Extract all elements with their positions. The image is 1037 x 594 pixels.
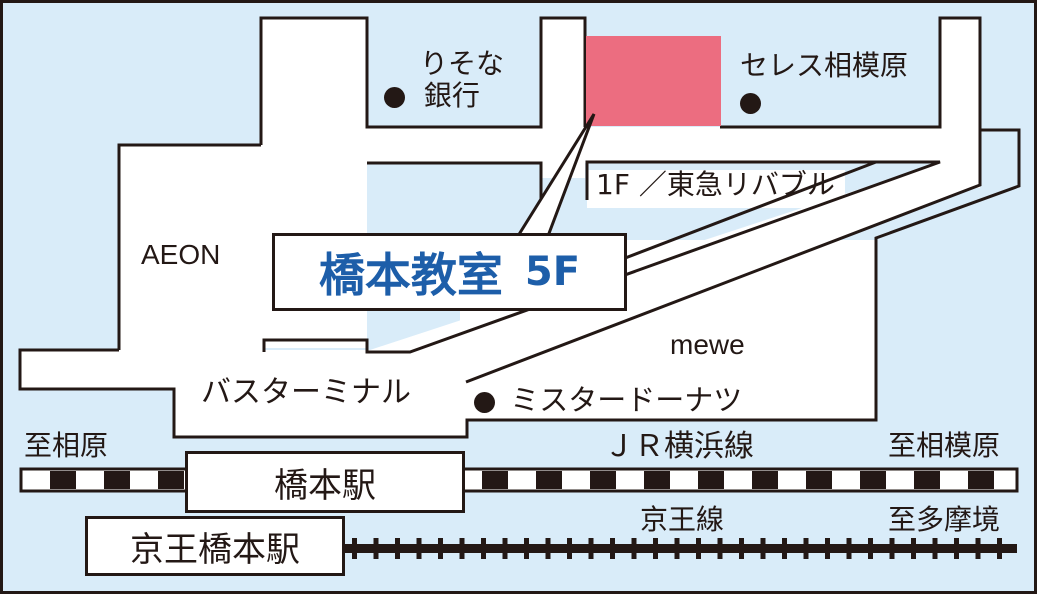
label-resona: りそな 銀行 [384,50,504,110]
jr-rail-dash [104,471,130,489]
road-diagonal [370,162,980,380]
keio-rail-tie [825,538,830,559]
keio-rail-tie [739,538,744,559]
keio-rail-tie [889,538,895,559]
keio-rail-tie [846,538,852,559]
jr-rail-dash [968,471,994,489]
label-aeon: AEON [141,239,221,270]
keio-rail-tie [997,538,1002,559]
keio-rail-ties [352,538,1002,559]
road-bus-terminal [20,350,480,390]
jr-rail-dash [536,471,562,489]
keio-rail-tie [631,538,637,559]
jr-rail-dash [860,471,886,489]
label-keio-line: 京王線 [640,503,725,536]
keio-rail-tie [610,538,615,559]
keio-rail-tie [782,538,787,559]
keio-rail-tie [760,538,766,559]
jr-rail-dash [698,471,724,489]
keio-station-name: 京王橋本駅 [130,529,300,570]
keio-rail-tie [932,538,938,559]
jr-rail-dash [590,471,616,489]
jr-rail-dash [644,471,670,489]
keio-rail-tie [868,538,873,559]
school-floor: 5F [524,249,581,295]
label-jr-to-right: 至相模原 [888,429,1001,462]
label-resona-line1: りそな [420,47,505,80]
keio-rail-tie [438,538,443,559]
school-building [586,36,721,126]
keio-rail-tie [481,538,486,559]
road-outline-d [367,161,543,205]
school-name: 橋本教室 [318,248,503,302]
label-mewe: mewe [670,329,745,360]
road-outline-a [259,16,587,145]
label-seres-text: セレス相模原 [740,49,909,82]
jr-station-name: 橋本駅 [274,465,376,506]
school-callout: 橋本教室 5F [272,233,627,311]
road-outline-c [262,160,941,354]
keio-rail-tie [975,538,981,559]
keio-rail-tie [459,538,465,559]
keio-rail-tie [911,538,916,559]
keio-rail-tie [803,538,809,559]
label-jr-to-left: 至相原 [24,429,109,462]
road-bus-terminal-lower [174,385,466,437]
keio-rail [345,544,1017,553]
label-keio-to-right: 至多摩境 [888,503,1001,536]
seres-marker [740,93,761,114]
keio-rail-tie [416,538,422,559]
jr-station: 橋本駅 [185,451,465,513]
building-aeon [119,145,264,355]
keio-rail-tie [545,538,551,559]
keio-rail-tie [696,538,701,559]
road-outline-f [465,127,982,384]
keio-rail-tie [524,538,529,559]
jr-rail-dash [806,471,832,489]
keio-rail-tie [717,538,723,559]
jr-rail-dash [914,471,940,489]
mister-donut-marker [474,391,495,413]
road-upper-horizontal [261,127,980,163]
jr-rail-dash [158,471,184,489]
keio-rail-tie [653,538,658,559]
aeon-outline [117,143,261,350]
label-bus-terminal: バスターミナル [201,375,411,410]
label-resona-line2: 銀行 [423,79,480,112]
label-ground-floor-note: 1F ／東急リバブル [596,168,835,201]
keio-rail-tie [954,538,959,559]
keio-station: 京王橋本駅 [85,516,345,576]
keio-rail-tie [352,538,357,559]
label-seres: セレス相模原 [740,52,908,80]
label-mister-donut-text: ミスタードーナツ [510,383,743,417]
keio-rail-tie [567,538,572,559]
keio-rail-tie [395,538,400,559]
resona-marker [384,86,405,108]
jr-rail-dash [752,471,778,489]
label-jr-line: ＪＲ横浜線 [604,429,754,464]
label-mister-donut: ミスタードーナツ [474,386,742,415]
keio-rail-tie [373,538,379,559]
keio-rail-tie [674,538,680,559]
keio-rail-tie [502,538,508,559]
road-outline-e [619,160,877,262]
road-outline-b [18,16,1021,439]
keio-rail-tie [588,538,594,559]
jr-rail-dash [50,471,76,489]
jr-rail-dash [482,471,508,489]
